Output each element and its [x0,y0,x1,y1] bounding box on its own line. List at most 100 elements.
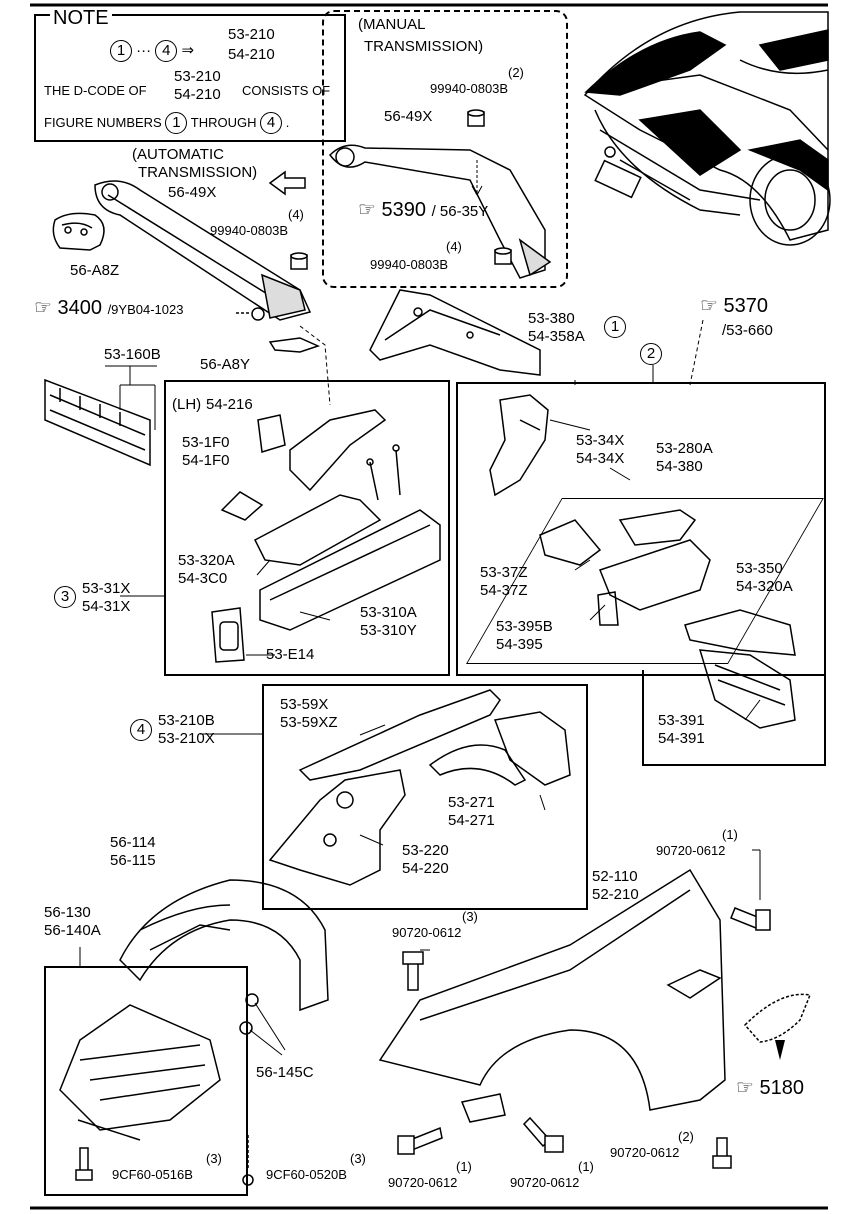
manual-qty-top: (2) [508,65,524,80]
reference-hand-icon: ☞ [34,297,52,319]
label-54-380: 54-380 [656,458,703,475]
screw-9cf60-0520b [242,1135,254,1186]
label-53-160b: 53-160B [104,346,161,363]
auto-bar: 56-49X [168,184,217,201]
note-line2-mid: THROUGH [190,115,257,130]
note-line2-to: 4 [260,112,283,134]
group4-code-1: 53-210B [158,712,215,729]
transmission-arrow [268,170,306,196]
manual-ref[interactable]: ☞ 5390 / 56-35Y [358,199,489,221]
bolt-top-qty: (1) [722,827,738,842]
screw-9cf60-0516b [75,1147,93,1181]
label-53-395b: 53-395B [496,618,553,635]
note-line2: FIGURE NUMBERS 1 THROUGH 4 . [44,112,289,134]
bolt-bm-part: 90720-0612 [510,1175,580,1190]
label-53-220: 53-220 [402,842,449,859]
auto-nut [290,252,308,270]
label-53-59x: 53-59X [280,696,329,713]
label-53-350: 53-350 [736,560,783,577]
a8z-clamp [52,212,105,251]
ref-5180-num: 5180 [759,1077,805,1099]
note-dots: ··· [136,42,152,59]
reference-hand-icon: ☞ [358,199,376,221]
auto-part: 99940-0803B [210,223,289,238]
manual-part-top: 99940-0803B [430,81,509,96]
manual-bar: 56-49X [384,108,433,125]
label-54-320a: 54-320A [736,578,793,595]
ref-3400-num: 3400 [57,297,103,319]
note-range-from: 1 [110,40,132,62]
note-code-1: 53-210 [228,26,275,43]
note-line1-code-1: 53-210 [174,68,221,85]
label-54-1f0: 54-1F0 [182,452,230,469]
ref-5180[interactable]: ☞ 5180 [736,1077,805,1099]
car-front-illustration [583,11,831,246]
note-line1-end: CONSISTS OF [242,83,331,98]
group3-circle: 3 [54,586,76,608]
manual-qty-bottom: (4) [446,239,462,254]
note-line2-end: . [285,115,290,130]
label-54-391: 54-391 [658,730,705,747]
undercover-box [44,966,248,1196]
label-53-391: 53-391 [658,712,705,729]
group4-circle: 4 [130,719,152,741]
label-56-a8z: 56-A8Z [70,262,120,279]
label-54-37z: 54-37Z [480,582,528,599]
label-53-310y: 53-310Y [360,622,417,639]
note-line1-code-2: 54-210 [174,86,221,103]
ref-3400[interactable]: ☞ 3400 /9YB04-1023 [34,297,183,319]
fender-52-110 [378,868,812,1111]
label-54-395: 54-395 [496,636,543,653]
label-53-380: 53-380 [528,310,575,327]
manual-ref-num: 5390 [381,199,427,221]
bolt-bl-part: 90720-0612 [388,1175,458,1190]
manual-strut-bar [329,144,552,279]
note-range: 1 ··· 4 ⇒ [110,40,194,62]
label-52-210: 52-210 [592,886,639,903]
label-53-1f0: 53-1F0 [182,434,230,451]
cf520-qty: (3) [350,1151,366,1166]
reference-hand-icon: ☞ [700,295,718,317]
circle-1: 1 [604,316,626,338]
ref-5370-num: 5370 [723,295,769,317]
bolt-bl-qty: (1) [456,1159,472,1174]
label-53-320a: 53-320A [178,552,235,569]
label-53-280a: 53-280A [656,440,713,457]
group3-code-2: 54-31X [82,598,131,615]
bolt-bm-qty: (1) [578,1159,594,1174]
label-56-145c: 56-145C [256,1064,314,1081]
note-line2-from: 1 [165,112,188,134]
label-53-37z: 53-37Z [480,564,528,581]
note-title: NOTE [50,8,112,28]
a8y-bracket [268,337,321,353]
label-54-220: 54-220 [402,860,449,877]
manual-part-bottom: 99940-0803B [370,257,449,272]
label-56-a8y: 56-A8Y [200,356,251,373]
label-lh: (LH) [172,396,202,413]
label-53-34x: 53-34X [576,432,625,449]
fender-bolts [397,907,771,1169]
label-53-e14: 53-E14 [266,646,315,663]
label-54-271: 54-271 [448,812,495,829]
note-code-2: 54-210 [228,46,275,63]
auto-qty: (4) [288,207,304,222]
group2-box [456,382,826,676]
label-52-110: 52-110 [592,868,638,885]
cf516-part: 9CF60-0516B [112,1167,193,1182]
manual-title-2: TRANSMISSION) [364,38,484,55]
ref-5370[interactable]: ☞ 5370 [700,295,769,317]
manual-ref-sub: / 56-35Y [431,203,489,220]
circle-2: 2 [640,343,662,365]
auto-strut-bar [94,180,312,321]
group2-parts [489,394,796,729]
label-53-310a: 53-310A [360,604,417,621]
bolt-r-qty: (2) [678,1129,694,1144]
group3-code-1: 53-31X [82,580,131,597]
reference-hand-icon: ☞ [736,1077,754,1099]
manual-nut-top [467,109,485,127]
label-53-59xz: 53-59XZ [280,714,338,731]
group4-code-2: 53-210X [158,730,215,747]
note-range-to: 4 [155,40,178,62]
group3-box [164,380,450,676]
